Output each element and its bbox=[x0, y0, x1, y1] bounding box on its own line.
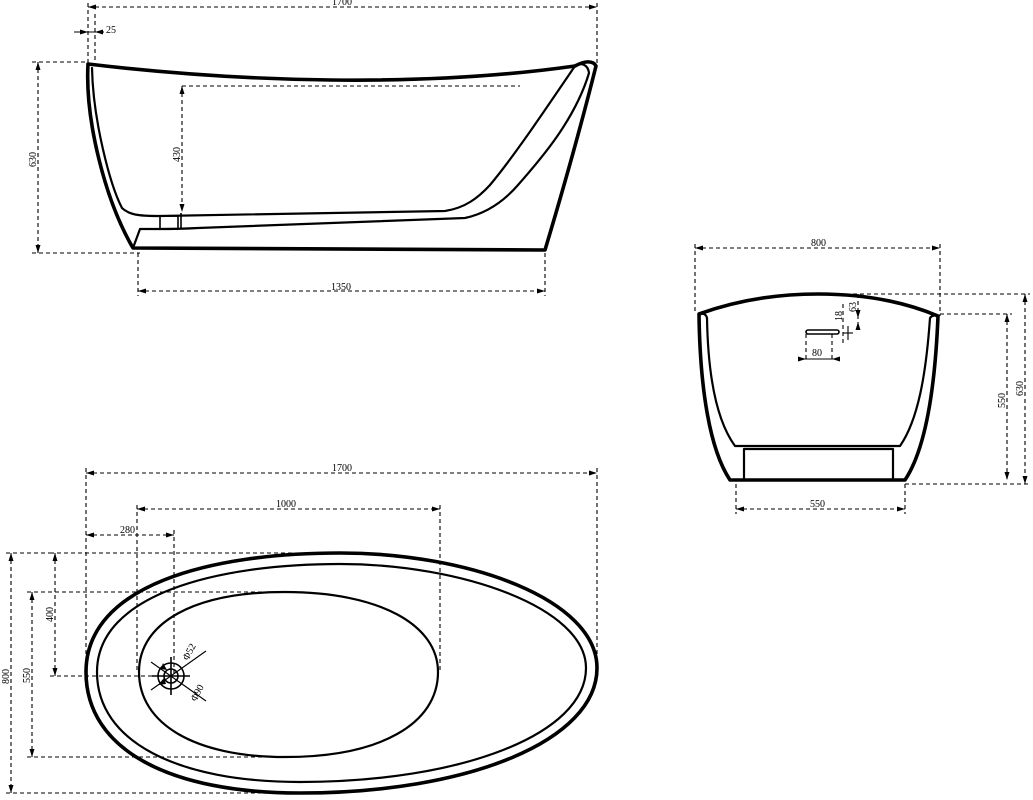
drain-fitting-side bbox=[159, 215, 179, 230]
drain-detail-label: 18 bbox=[834, 311, 845, 321]
end-view-outline bbox=[697, 292, 940, 482]
drain-width-label: 80 bbox=[812, 348, 822, 359]
top-view-rim-inner bbox=[95, 562, 588, 784]
end-view-base-step bbox=[742, 447, 895, 482]
inner-length-label: 1000 bbox=[276, 499, 296, 510]
inner-width-label: 550 bbox=[22, 668, 33, 683]
top-view-basin bbox=[137, 590, 440, 759]
end-height-label: 630 bbox=[1015, 381, 1026, 396]
end-view: 800 63 18 80 550 630 550 bbox=[694, 238, 1030, 514]
side-view: 1700 25 630 430 1350 bbox=[28, 0, 598, 296]
top-width-label: 800 bbox=[1, 669, 12, 684]
side-view-base-step bbox=[131, 227, 162, 250]
side-view-inner-wall bbox=[90, 64, 577, 218]
end-view-inner-wall bbox=[705, 314, 940, 448]
drain-offset-label: 280 bbox=[120, 525, 135, 536]
top-length-label: 1700 bbox=[332, 463, 352, 474]
rim-offset-label: 25 bbox=[106, 25, 116, 36]
drain-height-label: 63 bbox=[848, 302, 859, 312]
end-drain-slot bbox=[805, 329, 840, 335]
inner-depth-label: 430 bbox=[172, 147, 183, 162]
end-base-label: 550 bbox=[810, 499, 825, 510]
inner-height-label: 550 bbox=[997, 393, 1008, 408]
top-view: Φ52 Φ90 1700 1000 280 400 bbox=[1, 463, 599, 795]
side-length-label: 1700 bbox=[332, 0, 352, 8]
end-view-rim-left bbox=[697, 312, 709, 320]
drain-to-rim-label: 400 bbox=[45, 607, 56, 622]
base-length-label: 1350 bbox=[331, 282, 351, 293]
side-view-backrest bbox=[158, 63, 591, 231]
side-height-label: 630 bbox=[28, 152, 39, 167]
end-width-label: 800 bbox=[811, 238, 826, 249]
